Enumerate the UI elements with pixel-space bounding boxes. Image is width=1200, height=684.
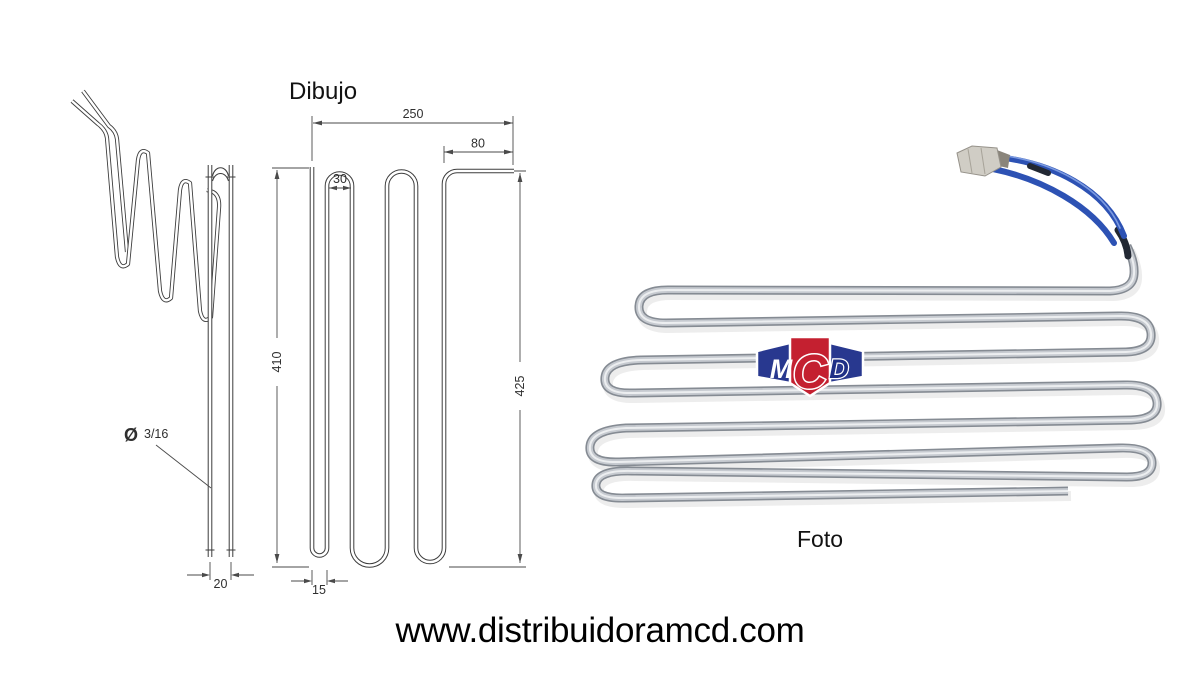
front-view-tube: [309, 167, 514, 568]
drawing-side-view: [205, 165, 236, 557]
dimension-end-segment-label: 80: [471, 137, 485, 151]
dimension-top-loop-label: 30: [333, 172, 347, 186]
logo-shield: [788, 335, 832, 398]
dimension-total-width: 250: [313, 107, 513, 126]
connector-plug: [956, 145, 1010, 177]
dimension-side-gap-label: 20: [214, 577, 228, 591]
dimension-bottom-loop: 15: [291, 578, 348, 597]
diameter-symbol: Ø: [124, 425, 138, 445]
lead-wires: [990, 154, 1127, 246]
website-text: www.distribuidoramcd.com: [395, 611, 805, 650]
dimension-height-right-label: 425: [513, 376, 527, 397]
mcd-logo: M D C: [755, 335, 865, 401]
drawing-title: Dibujo: [289, 78, 358, 105]
diameter-value-label: 3/16: [144, 427, 168, 441]
dimension-bottom-loop-label: 15: [312, 583, 326, 597]
dimension-side-gap: 20: [187, 572, 254, 591]
drawing-front-view: [309, 167, 514, 568]
logo-letter-c: C: [793, 346, 829, 399]
dimension-height-left-label: 410: [270, 352, 284, 373]
photo-label: Foto: [797, 526, 844, 552]
drawing-dimensions: 250 80 30 410: [124, 107, 527, 597]
side-view-top-arc: [211, 167, 230, 177]
logo-letter-m: M: [770, 354, 793, 384]
logo-letter-d: D: [829, 354, 849, 384]
dimension-height-left: 410: [270, 170, 284, 563]
photo-heating-element: [585, 145, 1166, 509]
dimension-total-width-label: 250: [403, 107, 424, 121]
dimension-height-right: 425: [513, 173, 527, 563]
drawing-perspective-view: [70, 89, 222, 322]
dimension-diameter: Ø 3/16: [124, 425, 212, 489]
dimension-end-segment: 80: [444, 137, 513, 155]
dimension-top-loop: 30: [329, 172, 351, 191]
